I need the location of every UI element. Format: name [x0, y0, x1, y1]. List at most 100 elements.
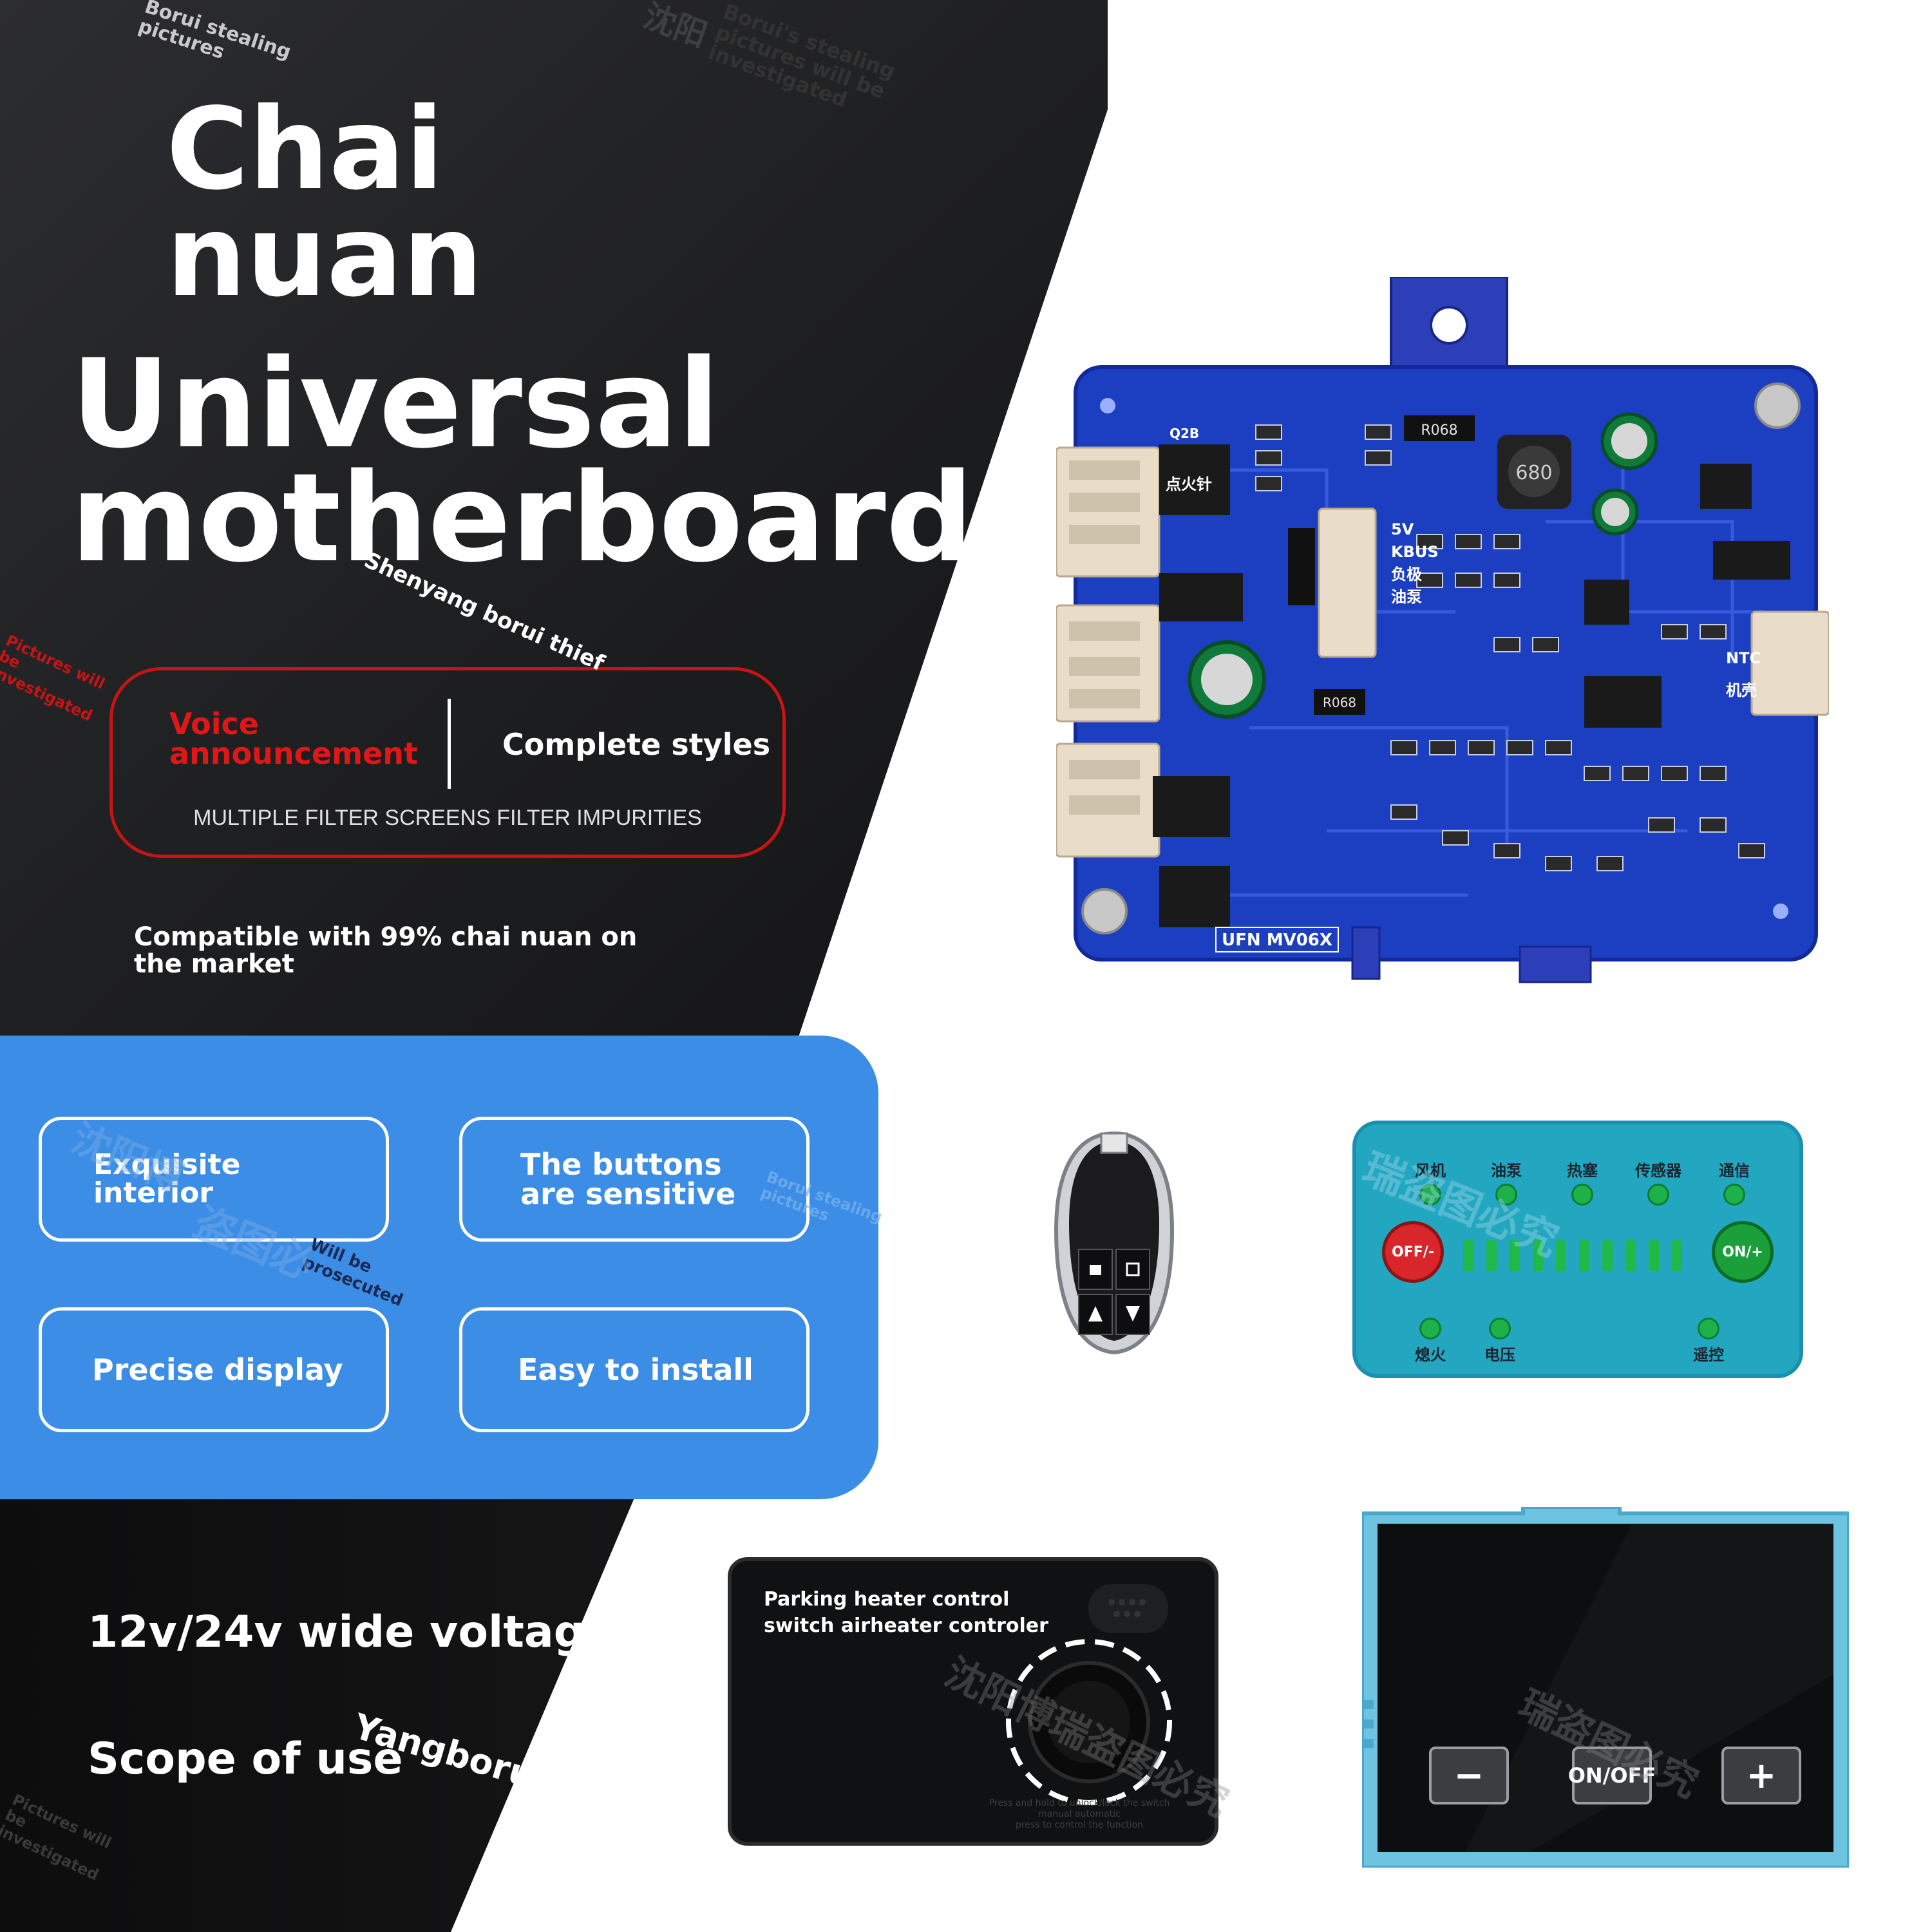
knob-controller: Parking heater control switch airheater …	[728, 1557, 1218, 1846]
svg-text:NTC: NTC	[1726, 649, 1761, 667]
chip-bottom-left	[1159, 866, 1230, 927]
led-indicator	[1489, 1318, 1511, 1340]
off-button[interactable]: OFF/-	[1382, 1221, 1444, 1283]
connector-right	[1750, 611, 1829, 716]
remote-key-image	[1054, 1131, 1175, 1355]
screw-top-right	[1754, 383, 1801, 429]
resistor-mid	[1314, 689, 1365, 715]
model-label	[1215, 927, 1339, 952]
main-title-line1: Universal	[71, 333, 720, 475]
led-label-glow-plug: 热塞	[1567, 1162, 1598, 1180]
chip-diode	[1159, 573, 1243, 621]
knob-ring	[1006, 1639, 1172, 1805]
brand-title-line1: Chai	[166, 84, 444, 215]
led-label-remote: 遥控	[1693, 1346, 1724, 1364]
level-bar-segment	[1556, 1240, 1566, 1271]
led-label-voltage: 电压	[1484, 1346, 1515, 1364]
chip-inductor-2	[1153, 776, 1230, 837]
knob-graphic	[1006, 1584, 1172, 1805]
speaker-grille	[1088, 1584, 1168, 1633]
resistor-side	[1288, 528, 1315, 605]
knob-caption-line2: switch airheater controler	[764, 1614, 1048, 1637]
feature-panel: Exquisite interior The buttons are sensi…	[0, 1036, 878, 1499]
led-display-panel: 风机 油泵 热塞 传感器 通信 OFF/- ON/+ 熄火 电压 遥控	[1352, 1121, 1803, 1378]
knob-fine-line: manual automatic	[1038, 1808, 1121, 1819]
level-bar-segment	[1649, 1240, 1659, 1271]
led-label-flameout: 熄火	[1415, 1346, 1446, 1364]
main-title-line2: motherboard	[71, 446, 974, 589]
svg-text:油泵: 油泵	[1391, 588, 1422, 606]
voice-line1: Voice	[169, 706, 259, 741]
on-button[interactable]: ON/+	[1712, 1221, 1774, 1283]
power-button[interactable]: ON/OFF	[1568, 1747, 1656, 1804]
svg-text:680: 680	[1515, 462, 1552, 484]
voice-announcement-label: Voice announcement	[169, 706, 418, 771]
feature-label: interior	[93, 1177, 213, 1209]
svg-text:UFN MV06X: UFN MV06X	[1222, 931, 1332, 950]
brand-title-line2: nuan	[166, 191, 483, 323]
feature-pill: Voice announcement Complete styles MULTI…	[109, 667, 786, 858]
led-indicator	[1698, 1318, 1719, 1340]
chip-right-top	[1700, 464, 1752, 509]
level-bar-segment	[1533, 1240, 1543, 1271]
led-indicator	[1419, 1318, 1441, 1340]
level-bar-segment	[1625, 1240, 1636, 1271]
knob-caption: Parking heater control switch airheater …	[764, 1587, 1073, 1639]
svg-text:R068: R068	[1421, 422, 1457, 439]
svg-text:5V: 5V	[1391, 520, 1414, 538]
voltage-spec: 12v/24v wide voltage	[88, 1607, 615, 1658]
level-bar-segment	[1463, 1240, 1473, 1271]
clip-bottom-right	[1519, 945, 1592, 983]
decrease-button[interactable]: −	[1429, 1747, 1509, 1804]
level-bar-segment	[1602, 1240, 1613, 1271]
knob-fine-line: press to control the function	[1015, 1819, 1144, 1830]
svg-text:Q2B: Q2B	[1170, 426, 1199, 441]
chip-mcu	[1584, 676, 1662, 728]
knob-caption-line1: Parking heater control	[764, 1588, 1010, 1611]
led-indicator	[1647, 1184, 1669, 1206]
increase-button[interactable]: +	[1721, 1747, 1801, 1804]
led-indicator	[1723, 1184, 1745, 1206]
led-indicator	[1571, 1184, 1593, 1206]
clip-bottom-left	[1351, 926, 1381, 980]
led-indicator	[1495, 1184, 1517, 1206]
feature-label: Precise display	[92, 1352, 343, 1387]
led-label-sensor: 传感器	[1635, 1162, 1681, 1180]
led-label-comm: 通信	[1719, 1162, 1750, 1180]
knob-instructions: Press and hold to unlock/lock the switch…	[957, 1798, 1202, 1830]
level-bar-segment	[1486, 1240, 1497, 1271]
compatibility-text: Compatible with 99% chai nuan on the mar…	[134, 923, 662, 978]
svg-text:KBUS: KBUS	[1391, 543, 1439, 561]
level-bar-segment	[1510, 1240, 1520, 1271]
compatibility-line2: the market	[134, 949, 294, 979]
svg-text:R068: R068	[1323, 695, 1356, 710]
feature-precise-display: Precise display	[39, 1307, 389, 1432]
unlock-button	[1115, 1249, 1150, 1290]
svg-text:点火针: 点火针	[1166, 475, 1212, 493]
svg-text:负极: 负极	[1391, 565, 1422, 583]
resistor-top	[1404, 415, 1475, 441]
feature-label: Easy to install	[518, 1352, 753, 1387]
touch-frame	[1362, 1507, 1849, 1868]
svg-text:机壳: 机壳	[1726, 681, 1757, 699]
top-dark-panel	[0, 0, 1108, 1037]
scope-of-use: Scope of use	[88, 1734, 403, 1785]
voice-line2: announcement	[169, 736, 418, 771]
compatibility-line1: Compatible with 99% chai nuan on	[134, 922, 638, 952]
connector-mid	[1318, 507, 1377, 658]
feature-exquisite-interior: Exquisite interior	[39, 1117, 389, 1242]
mounting-hole	[1430, 306, 1468, 345]
filter-screens-label: MULTIPLE FILTER SCREENS FILTER IMPURITIE…	[193, 806, 702, 830]
feature-label: are sensitive	[520, 1177, 736, 1211]
led-label-pump: 油泵	[1491, 1162, 1522, 1180]
knob-fine-line: Press and hold to unlock/lock the switch	[989, 1798, 1170, 1808]
pill-divider	[448, 699, 451, 789]
chip-driver	[1584, 580, 1629, 625]
motherboard-image: 680 R068 R068 5V KBUS 负极 油泵 NTC 机壳 Q2B 点…	[1056, 277, 1829, 983]
screw-bottom-left	[1081, 888, 1128, 934]
feature-easy-install: Easy to install	[459, 1307, 810, 1432]
chip-regulator	[1159, 444, 1230, 515]
main-title: Universal motherboard	[71, 333, 974, 589]
level-bar-segment	[1579, 1240, 1589, 1271]
